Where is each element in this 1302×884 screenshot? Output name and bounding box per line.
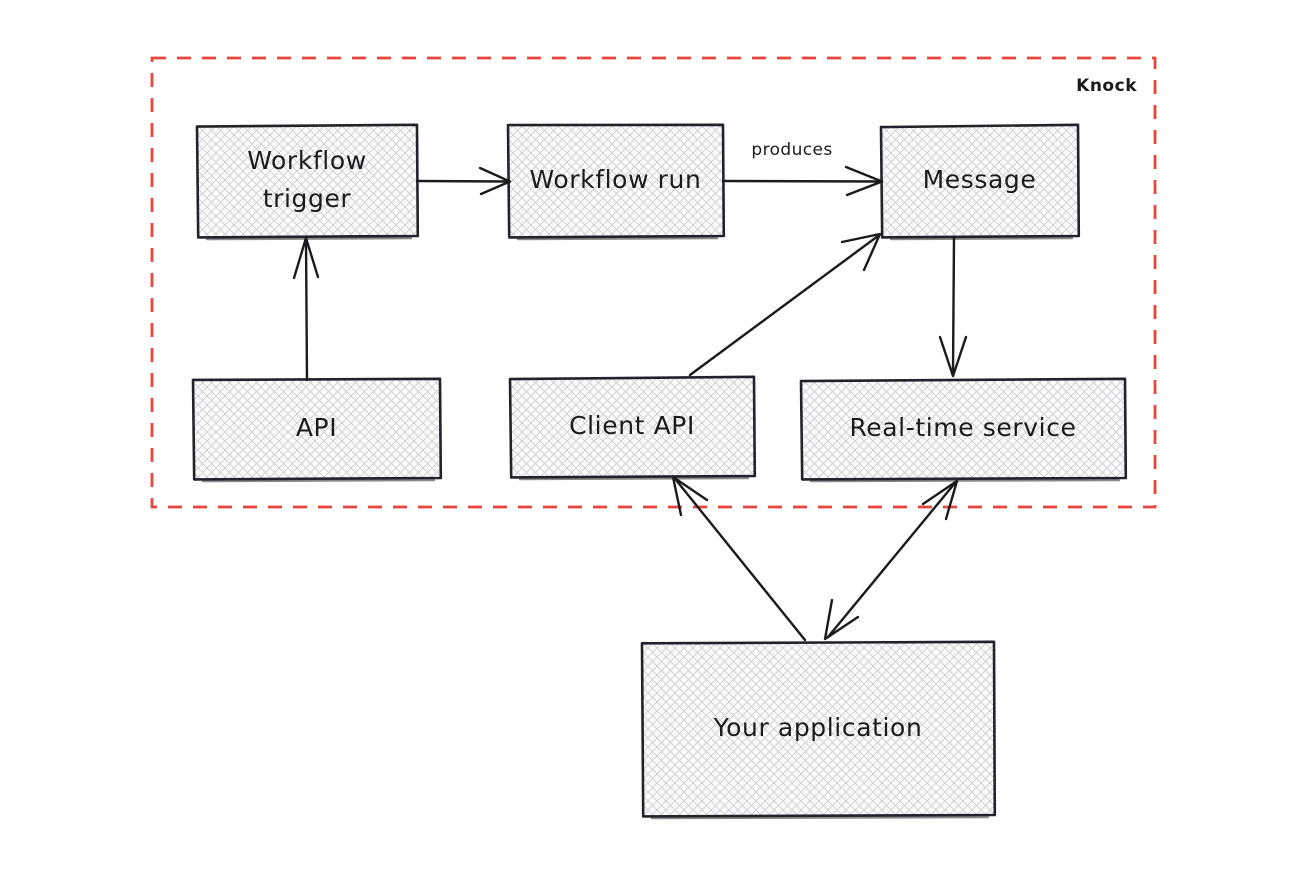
node-fill xyxy=(642,643,994,815)
edge-label-produces: produces xyxy=(751,140,832,160)
edge-api-to-trigger xyxy=(292,236,320,382)
node-label: Message xyxy=(923,165,1037,194)
node-outline-shadow xyxy=(518,477,750,481)
edge-client-api-to-message xyxy=(688,232,882,377)
node-outline xyxy=(195,123,420,239)
node-outline xyxy=(508,375,757,479)
node-api[interactable]: API xyxy=(191,377,443,483)
node-your-application[interactable]: Your application xyxy=(640,640,997,820)
node-outline-shadow xyxy=(809,479,1121,483)
node-label: Workflow run xyxy=(530,165,702,194)
node-real-time-service[interactable]: Real-time service xyxy=(799,377,1128,483)
node-fill xyxy=(197,126,417,236)
node-workflow-run[interactable]: Workflow run xyxy=(506,123,726,241)
edge-real-time-service-to-your-application xyxy=(823,479,959,641)
edge-trigger-to-run xyxy=(415,166,512,196)
edge-your-application-to-client-api xyxy=(671,475,807,642)
node-fill xyxy=(881,126,1078,236)
node-outline xyxy=(506,123,726,239)
boundary-label: Knock xyxy=(1076,76,1137,96)
node-fill xyxy=(510,378,754,476)
node-outline-shadow xyxy=(205,237,413,241)
node-outline-shadow xyxy=(650,816,990,820)
node-fill xyxy=(508,126,723,236)
node-outline-shadow xyxy=(889,237,1074,241)
node-label: Workflow xyxy=(247,146,367,175)
boundary-rect xyxy=(150,56,1157,509)
node-label: Client API xyxy=(569,411,695,440)
knock-boundary: Knock xyxy=(150,56,1157,509)
node-outline xyxy=(799,377,1128,481)
node-label: Real-time service xyxy=(849,413,1076,442)
node-label: trigger xyxy=(263,184,352,213)
node-client-api[interactable]: Client API xyxy=(508,375,757,481)
node-label: API xyxy=(296,413,337,442)
node-workflow-trigger[interactable]: Workflow trigger xyxy=(195,123,420,241)
edges-layer: produces xyxy=(292,140,968,642)
edge-message-to-real-time-service xyxy=(938,235,968,378)
node-fill xyxy=(801,380,1125,478)
node-outline xyxy=(191,377,443,481)
node-message[interactable]: Message xyxy=(879,123,1081,241)
node-label: Your application xyxy=(713,713,923,742)
node-outline-shadow xyxy=(516,237,719,241)
edge-run-to-message: produces xyxy=(721,140,884,197)
node-fill xyxy=(193,380,440,478)
node-outline-shadow xyxy=(201,479,436,483)
node-outline xyxy=(640,640,997,818)
node-outline xyxy=(879,123,1081,239)
